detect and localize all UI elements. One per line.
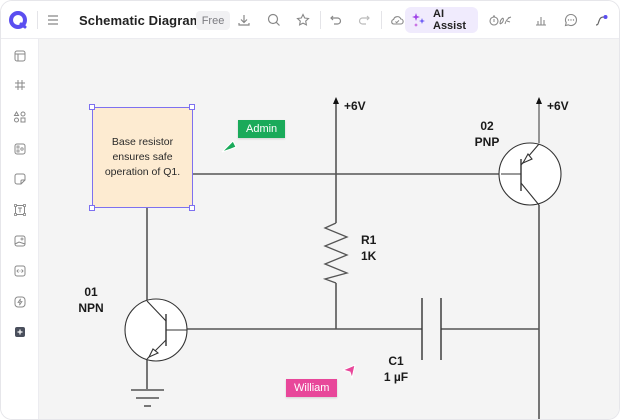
note-text: Base resistor ensures safe operation of … — [104, 136, 181, 178]
grid-icon[interactable] — [10, 75, 30, 95]
embed-icon[interactable] — [10, 261, 30, 281]
comment-icon[interactable] — [560, 1, 582, 39]
add-icon[interactable] — [10, 322, 30, 342]
sticky-note-icon[interactable] — [10, 169, 30, 189]
logo-icon[interactable] — [7, 1, 29, 39]
plugins-icon[interactable] — [487, 1, 517, 39]
r1-value-label: 1K — [361, 249, 377, 263]
download-icon[interactable] — [233, 1, 255, 39]
resize-handle-bottom-left[interactable] — [89, 205, 95, 211]
ai-assist-label: AI Assist — [433, 8, 467, 32]
text-icon[interactable] — [10, 200, 30, 220]
plan-badge: Free — [196, 11, 230, 30]
components-icon[interactable] — [10, 139, 30, 159]
document-title[interactable]: Schematic Diagram — [79, 12, 202, 28]
q1-id-label: 01 — [84, 285, 98, 299]
ai-assist-button[interactable]: AI Assist — [405, 7, 478, 33]
divider — [381, 11, 382, 29]
resize-handle-bottom-right[interactable] — [189, 205, 195, 211]
resize-handle-top-left[interactable] — [89, 104, 95, 110]
q1-type-label: NPN — [78, 301, 104, 315]
undo-icon[interactable] — [325, 1, 347, 39]
q2-id-label: 02 — [480, 119, 494, 133]
r1-name-label: R1 — [361, 233, 377, 247]
star-icon[interactable] — [292, 1, 314, 39]
vcc-right-label: +6V — [547, 99, 569, 113]
diagram-canvas[interactable] — [39, 39, 619, 419]
resize-handle-top-right[interactable] — [189, 104, 195, 110]
chart-icon[interactable] — [530, 1, 552, 39]
redo-icon[interactable] — [353, 1, 375, 39]
q2-type-label: PNP — [474, 135, 500, 149]
cloud-sync-icon[interactable] — [386, 1, 408, 39]
c1-name-label: C1 — [388, 354, 404, 368]
sparkle-icon — [411, 12, 427, 28]
sticky-note[interactable]: Base resistor ensures safe operation of … — [92, 107, 193, 208]
left-sidebar — [1, 39, 39, 419]
top-toolbar: Schematic Diagram Free AI Assist — [1, 1, 619, 39]
shapes-icon[interactable] — [10, 107, 30, 127]
search-icon[interactable] — [263, 1, 285, 39]
connector-icon[interactable] — [590, 1, 612, 39]
divider — [320, 11, 321, 29]
c1-value-label: 1 µF — [383, 370, 409, 384]
divider — [37, 11, 38, 29]
collaborator-tag-william: William — [286, 379, 338, 397]
collaborator-tag-admin: Admin — [238, 120, 286, 138]
image-icon[interactable] — [10, 231, 30, 251]
layout-icon[interactable] — [10, 46, 30, 66]
plugin-icon[interactable] — [10, 292, 30, 312]
menu-icon[interactable] — [42, 1, 64, 39]
vcc-left-label: +6V — [344, 99, 366, 113]
